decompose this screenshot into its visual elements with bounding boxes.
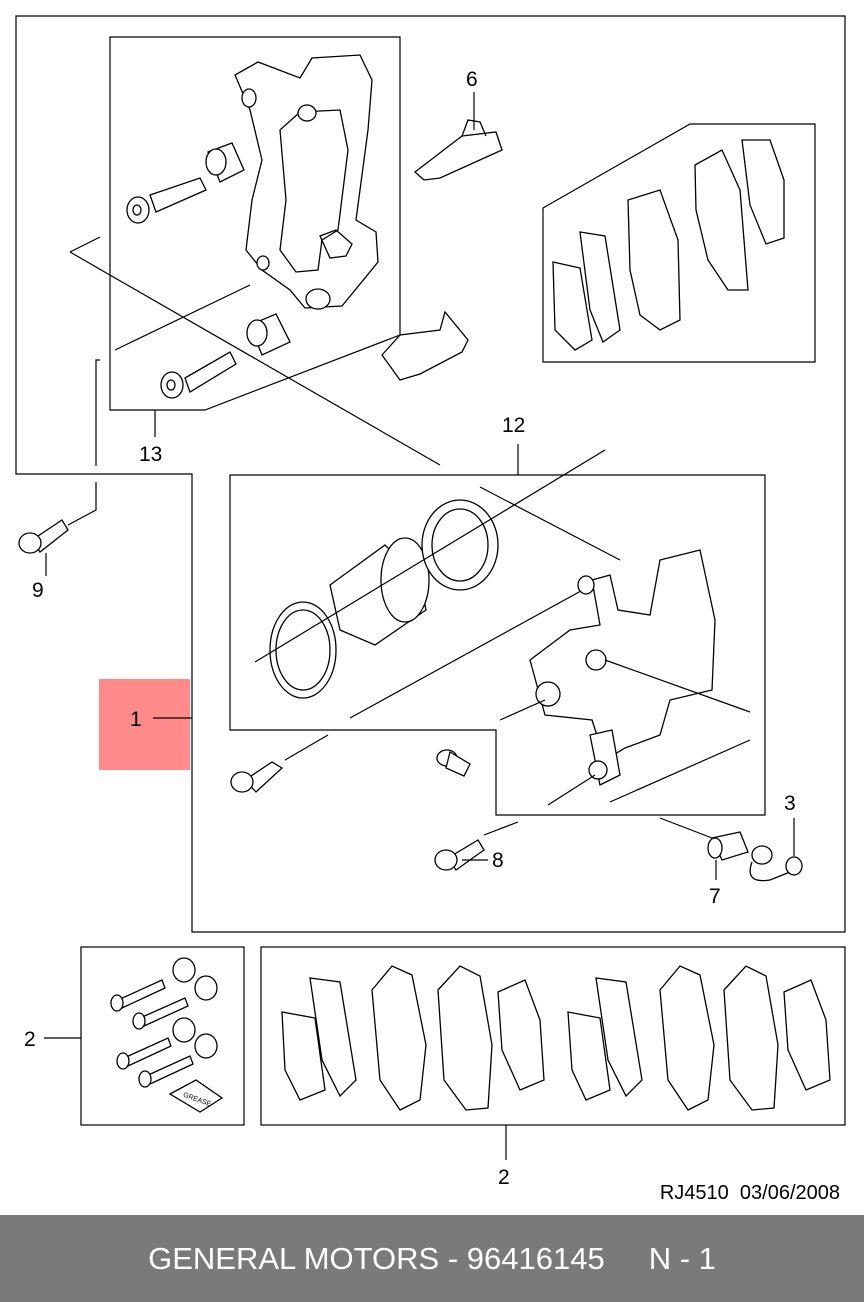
wear-sensor-clip — [413, 119, 503, 181]
caliper-housing — [499, 549, 751, 806]
callout-1-highlight[interactable] — [99, 679, 190, 770]
guide-boot-lower — [246, 313, 291, 356]
assembly-frame — [15, 15, 846, 933]
pad-subframe-top — [542, 123, 816, 363]
anti-rattle-clip — [381, 310, 469, 381]
brake-pads-top — [552, 139, 785, 351]
footer-brand: GENERAL MOTORS - 96416145 — [148, 1240, 605, 1276]
guide-pin-8 — [707, 831, 749, 861]
callout-1[interactable]: 1 — [130, 708, 142, 731]
footer-page: N - 1 — [648, 1240, 716, 1276]
bleeder-screw — [436, 749, 471, 777]
callout-8[interactable]: 7 — [709, 885, 721, 908]
callout-9[interactable]: 8 — [492, 849, 504, 872]
pad-kit-right — [567, 965, 831, 1111]
caliper-bracket — [234, 54, 379, 310]
pad-kit-box — [260, 946, 846, 1126]
caliper-bolt-left — [230, 761, 284, 793]
callout-12[interactable]: 12 — [502, 414, 525, 437]
exploded-parts-diagram: 1 13 6 — [15, 15, 846, 1204]
dust-boot — [421, 499, 499, 591]
guide-pin-kit — [110, 957, 224, 1113]
callout-6[interactable]: 6 — [466, 68, 478, 91]
callout-3[interactable]: 2 — [24, 1028, 36, 1051]
guide-pin-upper — [126, 177, 207, 224]
bolt-9 — [434, 839, 485, 871]
guide-pin-kit-box — [80, 946, 245, 1126]
guide-pin-lower — [160, 351, 237, 399]
pad-kit-left — [281, 965, 545, 1111]
callout-2[interactable]: 2 — [498, 1166, 510, 1189]
bolt-10 — [18, 519, 69, 554]
callout-10[interactable]: 9 — [32, 579, 44, 602]
bracket-subframe — [109, 36, 401, 411]
guide-boot-upper — [205, 142, 245, 183]
callout-7[interactable]: 3 — [784, 792, 796, 815]
dust-cap-7 — [749, 845, 803, 882]
caliper-subframe — [229, 474, 766, 816]
drawing-code: RJ4510 03/06/2008 — [660, 1182, 840, 1204]
piston-seal — [269, 601, 337, 699]
piston — [329, 537, 430, 646]
callout-13[interactable]: 13 — [139, 443, 162, 466]
footer-bar: GENERAL MOTORS - 96416145 N - 1 — [0, 1215, 864, 1302]
